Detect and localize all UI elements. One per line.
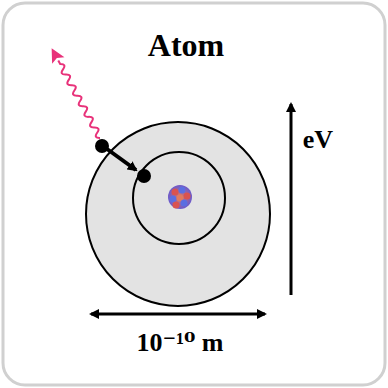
title: Atom [148,28,224,63]
outer-orbit [86,122,270,306]
electron [137,169,151,183]
dimension-label: 10⁻¹⁰ m [136,329,223,358]
nucleus [168,185,192,209]
axis-label: eV [303,126,333,155]
size-dimension [91,313,265,316]
photon-wave [45,45,106,141]
electron [95,139,109,153]
energy-axis [290,104,293,295]
card-frame [3,3,385,385]
inner-orbit [133,152,225,244]
transition-arrow [107,149,136,170]
